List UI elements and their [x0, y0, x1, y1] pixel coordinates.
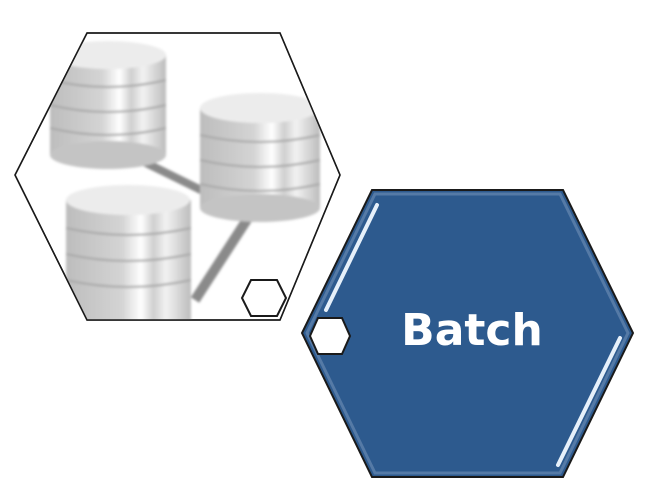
batch-node[interactable]: [300, 189, 635, 478]
database-cluster-icon: [49, 41, 321, 320]
input-port[interactable]: [308, 317, 352, 355]
output-port[interactable]: [240, 279, 288, 317]
highlight-stroke: [556, 336, 622, 467]
highlight-stroke: [324, 203, 379, 312]
database-node[interactable]: [14, 32, 341, 325]
batch-label: Batch: [401, 305, 543, 356]
